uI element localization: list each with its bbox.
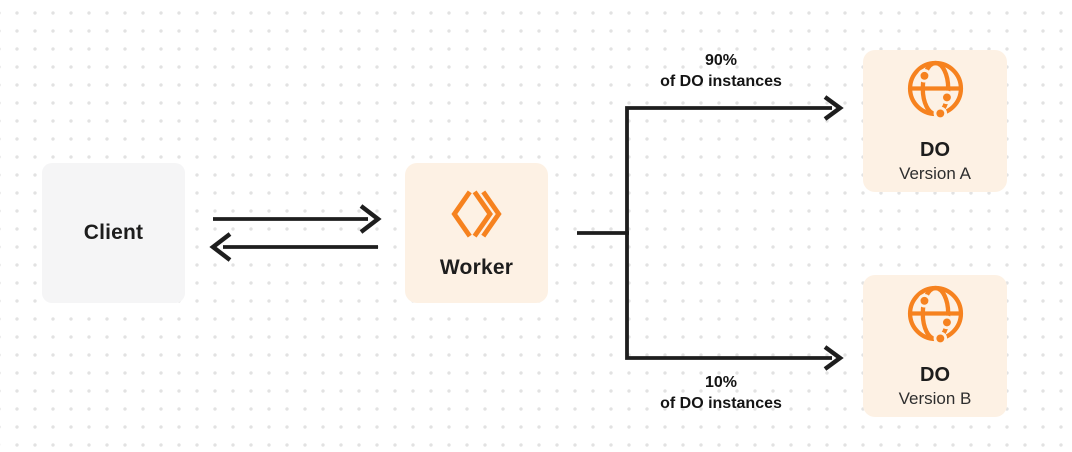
do-b-subtitle: Version B	[898, 389, 972, 408]
branch-split-line	[625, 106, 832, 360]
durable-object-globe-icon	[905, 58, 966, 119]
client-node: Client	[42, 163, 185, 303]
split-top-caption: of DO instances	[660, 73, 782, 90]
client-label: Client	[83, 221, 144, 244]
client-to-worker-arrowhead-icon	[359, 204, 382, 234]
split-bottom-caption: of DO instances	[660, 395, 782, 412]
do-a-subtitle: Version A	[899, 164, 971, 183]
worker-node: Worker	[405, 163, 548, 303]
split-top-label: 90% of DO instances	[601, 50, 841, 92]
branch-to-do-a-arrowhead-icon	[823, 95, 844, 121]
do-version-a-node: DO Version A	[863, 50, 1007, 192]
do-b-title: DO	[920, 364, 950, 386]
do-a-title: DO	[920, 139, 950, 161]
worker-to-client-arrowhead-icon	[209, 232, 232, 262]
cloudflare-workers-icon	[448, 187, 506, 241]
do-version-b-node: DO Version B	[863, 275, 1007, 417]
split-bottom-label: 10% of DO instances	[601, 372, 841, 414]
split-bottom-percent: 10%	[704, 374, 738, 391]
durable-object-globe-icon	[905, 283, 966, 344]
worker-label: Worker	[439, 255, 514, 279]
branch-to-do-b-arrowhead-icon	[823, 345, 844, 371]
split-top-percent: 90%	[704, 52, 738, 69]
